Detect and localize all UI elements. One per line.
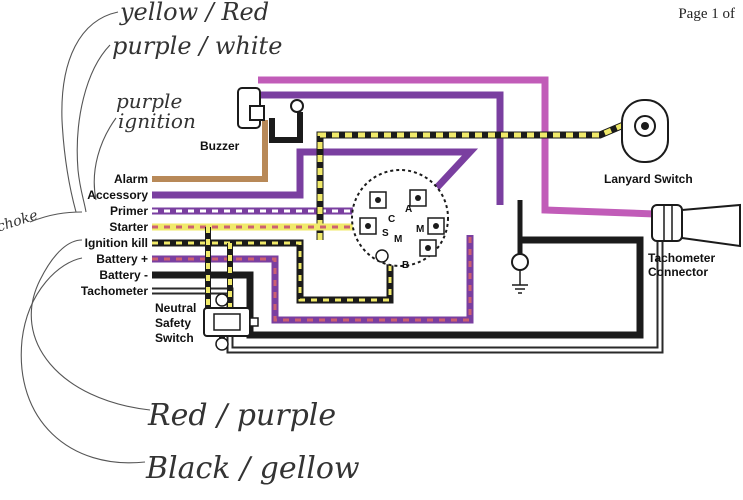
neutral-safety-label-2: Safety — [155, 316, 191, 330]
wire-labels: Alarm Accessory Primer Starter Ignition … — [81, 172, 148, 298]
wire-magenta-tach — [258, 76, 656, 218]
wire-battery-positive-stripe — [152, 235, 472, 322]
note-purple: purple — [116, 89, 182, 113]
lanyard-switch-label: Lanyard Switch — [604, 172, 693, 186]
wire-alarm — [152, 120, 268, 182]
buzzer-label: Buzzer — [200, 139, 240, 153]
label-primer: Primer — [110, 204, 148, 218]
terminal-c-label: C — [388, 214, 395, 225]
label-alarm: Alarm — [114, 172, 148, 186]
terminal-s-label: S — [382, 228, 389, 239]
tachometer-connector-label-1: Tachometer — [648, 251, 715, 265]
tachometer-connector: Tachometer Connector — [648, 203, 741, 279]
note-choke: choke — [0, 207, 40, 235]
label-starter: Starter — [109, 220, 148, 234]
wire-ignition-kill-stripe — [152, 241, 392, 302]
page-number-header: Page 1 of — [678, 6, 735, 22]
buzzer: Buzzer — [200, 87, 304, 153]
wire-tachometer-inner — [152, 230, 662, 352]
note-ignition: ignition — [118, 109, 196, 133]
wire-accessory — [152, 148, 479, 199]
ground-symbol — [511, 253, 529, 294]
neutral-safety-switch: Neutral Safety Switch — [155, 293, 259, 351]
wire-lanyard-stripe — [317, 115, 641, 240]
note-red-purple: Red / purple — [147, 398, 336, 433]
ignition-switch: C A S M M B — [351, 169, 449, 271]
wire-battery-negative — [152, 236, 644, 339]
wire-buzzer-ground — [269, 112, 303, 143]
annotation-leader-lines — [20, 11, 151, 464]
wire-purple-top — [258, 91, 504, 205]
label-battery-negative: Battery - — [99, 268, 148, 282]
neutral-safety-label-3: Switch — [155, 331, 194, 345]
terminal-m-label: M — [394, 234, 402, 245]
label-tachometer: Tachometer — [81, 284, 148, 298]
lanyard-switch: Lanyard Switch — [604, 99, 693, 186]
label-battery-positive: Battery + — [96, 252, 148, 266]
note-purple-white: purple / white — [112, 32, 282, 60]
note-yellow-red: yellow / Red — [119, 0, 269, 26]
terminal-b-label: B — [402, 260, 409, 271]
label-ignition-kill: Ignition kill — [85, 236, 148, 250]
tachometer-connector-label-2: Connector — [648, 265, 708, 279]
label-accessory: Accessory — [87, 188, 148, 202]
neutral-safety-label-1: Neutral — [155, 301, 196, 315]
terminal-m2-label: M — [416, 224, 424, 235]
wires — [152, 76, 664, 354]
note-black-yellow: Black / gellow — [145, 451, 360, 486]
terminal-a-label: A — [405, 204, 412, 215]
